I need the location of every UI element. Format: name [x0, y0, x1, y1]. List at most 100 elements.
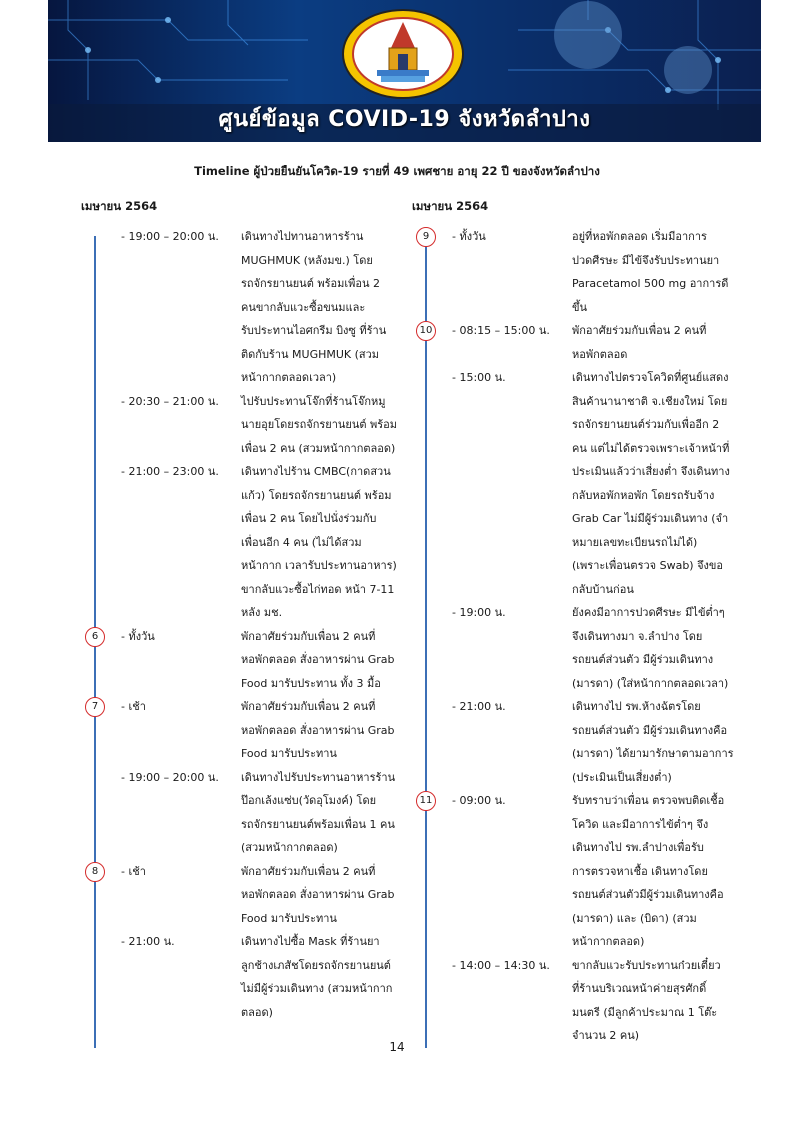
description-line: หมายเลขทะเบียนรถไม่ได้) — [572, 535, 698, 549]
description-line: ที่ร้านบริเวณหน้าค่ายสุรศักดิ์ — [572, 982, 707, 995]
entry-time: - 08:15 – 15:00 น. — [452, 324, 550, 337]
description-line: ตลอด) — [241, 1005, 273, 1019]
description-line: ขากลับแวะซื้อไก่ทอด หน้า 7-11 — [241, 582, 395, 596]
description-line: (เพราะเพื่อนตรวจ Swab) จึงขอ — [572, 559, 724, 572]
description-line: การตรวจหาเชื้อ เดินทางโดย — [572, 864, 708, 878]
entry-description: เดินทางไปรับประทานอาหารร้านป๊อกเล้งแซ่บ(… — [241, 766, 423, 860]
right-month-heading: เมษายน 2564 — [412, 199, 489, 213]
day-marker-8: 8 — [85, 861, 105, 882]
day-marker-7: 7 — [85, 697, 105, 717]
description-line: ประเมินแล้วว่าเสี่ยงต่ำ จึงเดินทาง — [572, 465, 730, 478]
description-line: ติดกับร้าน MUGHMUK (สวม — [241, 347, 380, 361]
description-line: หน้ากากตลอด) — [572, 935, 645, 948]
description-line: ป๊อกเล้งแซ่บ(วัดอุโมงค์) โดย — [241, 794, 377, 807]
entry-description: เดินทางไปซื้อ Mask ที่ร้านยาลูกช้างเภสัช… — [241, 930, 423, 1024]
description-line: ไปรับประทานโจ๊กที่ร้านโจ๊กหมู — [241, 394, 386, 408]
description-line: จึงเดินทางมา จ.ลำปาง โดย — [572, 629, 703, 643]
description-line: เดินทางไป รพ.ลำปางเพื่อรับ — [572, 841, 704, 854]
description-line: มนตรี (มีลูกค้าประมาณ 1 โต๊ะ — [572, 1005, 718, 1019]
description-line: ปวดศีรษะ มีไข้จึงรับประทานยา — [572, 253, 720, 267]
description-line: (มารดา) ได้ยามารักษาตามอาการ — [572, 747, 734, 760]
description-line: พักอาศัยร่วมกับเพื่อน 2 คนที่ — [241, 864, 376, 878]
description-line: พักอาศัยร่วมกับเพื่อน 2 คนที่ — [241, 629, 376, 643]
description-line: หอพักตลอด สั่งอาหารผ่าน Grab — [241, 723, 395, 737]
entry-description: เดินทางไปตรวจโควิดที่ศูนย์แสดงสินค้านานา… — [572, 366, 754, 601]
description-line: (สวมหน้ากากตลอด) — [241, 841, 338, 854]
description-line: เพื่อน 2 คน (สวมหน้ากากตลอด) — [241, 441, 396, 455]
description-line: รถยนต์ส่วนตัว มีผู้ร่วมเดินทางคือ — [572, 723, 728, 737]
description-line: หน้ากากตลอดเวลา) — [241, 371, 337, 384]
description-line: Food มารับประทาน — [241, 747, 337, 760]
entry-time: - ทั้งวัน — [121, 629, 155, 643]
description-line: Food มารับประทาน — [241, 911, 337, 925]
description-line: รับทราบว่าเพื่อน ตรวจพบติดเชื้อ — [572, 794, 725, 807]
description-line: เพื่อน 2 คน โดยไปนั่งร่วมกับ — [241, 512, 377, 525]
entry-time: - 20:30 – 21:00 น. — [121, 394, 219, 408]
header-banner: ศูนย์ข้อมูล COVID-19 จังหวัดลำปาง — [48, 0, 761, 142]
entry-description: พักอาศัยร่วมกับเพื่อน 2 คนที่หอพักตลอด ส… — [241, 860, 423, 931]
entry-description: อยู่ที่หอพักตลอด เริ่มมีอาการปวดศีรษะ มี… — [572, 225, 754, 319]
description-line: นายอุยโดยรถจักรยานยนต์ พร้อม — [241, 418, 398, 431]
entry-description: พักอาศัยร่วมกับเพื่อน 2 คนที่หอพักตลอด — [572, 319, 754, 366]
description-line: หอพักตลอด — [572, 347, 628, 361]
description-line: Paracetamol 500 mg อาการดี — [572, 277, 729, 290]
entry-description: พักอาศัยร่วมกับเพื่อน 2 คนที่หอพักตลอด ส… — [241, 625, 423, 696]
description-line: ขากลับแวะรับประทานก๋วยเตี๋ยว — [572, 958, 721, 972]
entry-description: เดินทางไปทานอาหารร้าน MUGHMUK (หลังมข.) โ… — [241, 225, 423, 390]
description-line: รถจักรยานยนต์ พร้อมเพื่อน 2 — [241, 277, 380, 290]
day-marker-9: 9 — [416, 227, 436, 247]
description-line: พักอาศัยร่วมกับเพื่อน 2 คนที่ — [572, 324, 707, 337]
entry-description: พักอาศัยร่วมกับเพื่อน 2 คนที่หอพักตลอด ส… — [241, 695, 423, 766]
entry-description: ไปรับประทานโจ๊กที่ร้านโจ๊กหมูนายอุยโดยรถ… — [241, 390, 423, 461]
entry-time: - 14:00 – 14:30 น. — [452, 958, 550, 972]
description-line: รถจักรยานยนต์ร่วมกับเพื่ออีก 2 — [572, 418, 720, 431]
description-line: คน แต่ไม่ได้ตรวจเพราะเจ้าหน้าที่ — [572, 441, 730, 455]
description-line: เดินทางไปทานอาหารร้าน — [241, 230, 364, 243]
entry-time: - 09:00 น. — [452, 794, 506, 807]
document-title: Timeline ผู้ป่วยยืนยันโควิด-19 รายที่ 49… — [194, 164, 600, 178]
description-line: ไม่มีผู้ร่วมเดินทาง (สวมหน้ากาก — [241, 982, 393, 995]
description-line: พักอาศัยร่วมกับเพื่อน 2 คนที่ — [241, 700, 376, 713]
entry-description: เดินทางไป รพ.ห้างฉัตรโดยรถยนต์ส่วนตัว มี… — [572, 695, 754, 789]
entry-time: - 21:00 น. — [121, 935, 175, 948]
circuit-background — [48, 0, 761, 142]
description-line: เพื่อนอีก 4 คน (ไม่ได้สวม — [241, 535, 362, 549]
description-line: เดินทางไปร้าน CMBC(กาดสวน — [241, 465, 391, 478]
entry-time: - เช้า — [121, 864, 146, 878]
description-line: เดินทางไปตรวจโควิดที่ศูนย์แสดง — [572, 371, 729, 384]
description-line: เดินทางไป รพ.ห้างฉัตรโดย — [572, 700, 701, 713]
description-line: กลับหอพักหอพัก โดยรถรับจ้าง — [572, 488, 715, 502]
description-line: ขึ้น — [572, 300, 588, 314]
entry-time: - 15:00 น. — [452, 371, 506, 384]
description-line: หอพักตลอด สั่งอาหารผ่าน Grab — [241, 653, 395, 666]
day-marker-11: 11 — [416, 791, 436, 811]
entry-time: - 21:00 – 23:00 น. — [121, 465, 219, 478]
entry-time: - 19:00 – 20:00 น. — [121, 770, 219, 784]
page-number: 14 — [389, 1040, 405, 1054]
entry-description: รับทราบว่าเพื่อน ตรวจพบติดเชื้อโควิด และ… — [572, 789, 754, 954]
description-line: รถจักรยานยนต์พร้อมเพื่อน 1 คน — [241, 817, 395, 831]
description-line: คนขากลับแวะซื้อขนมและ — [241, 300, 366, 314]
description-line: หน้ากาก เวลารับประทานอาหาร) — [241, 559, 397, 572]
entry-time: - เช้า — [121, 700, 146, 713]
description-line: รับประทานไอศกรีม บิงซู ที่ร้าน — [241, 324, 387, 337]
description-line: เดินทางไปรับประทานอาหารร้าน — [241, 770, 396, 784]
description-line: สินค้านานาชาติ จ.เชียงใหม่ โดย — [572, 394, 728, 408]
entry-description: เดินทางไปร้าน CMBC(กาดสวนแก้ว) โดยรถจักร… — [241, 460, 423, 625]
description-line: Grab Car ไม่มีผู้ร่วมเดินทาง (จำ — [572, 512, 729, 525]
description-line: MUGHMUK (หลังมข.) โดย — [241, 253, 373, 267]
description-line: หอพักตลอด สั่งอาหารผ่าน Grab — [241, 888, 395, 901]
description-line: รถยนต์ส่วนตัวมีผู้ร่วมเดินทางคือ — [572, 888, 724, 901]
entry-description: ยังคงมีอาการปวดศีรษะ มีไข้ต่ำๆจึงเดินทาง… — [572, 601, 754, 695]
description-line: Food มารับประทาน ทั้ง 3 มื้อ — [241, 676, 381, 690]
description-line: โควิด และมีอาการไข้ต่ำๆ จึง — [572, 817, 709, 831]
right-timeline-line — [425, 246, 427, 1048]
description-line: เดินทางไปซื้อ Mask ที่ร้านยา — [241, 935, 380, 948]
description-line: ยังคงมีอาการปวดศีรษะ มีไข้ต่ำๆ — [572, 606, 725, 619]
day-marker-6: 6 — [85, 626, 105, 647]
entry-time: - 19:00 น. — [452, 606, 506, 619]
lampang-seal-logo — [342, 9, 464, 99]
description-line: แก้ว) โดยรถจักรยานยนต์ พร้อม — [241, 488, 392, 502]
description-line: (ประเมินเป็นเสี่ยงต่ำ) — [572, 770, 672, 784]
description-line: กลับบ้านก่อน — [572, 582, 634, 596]
